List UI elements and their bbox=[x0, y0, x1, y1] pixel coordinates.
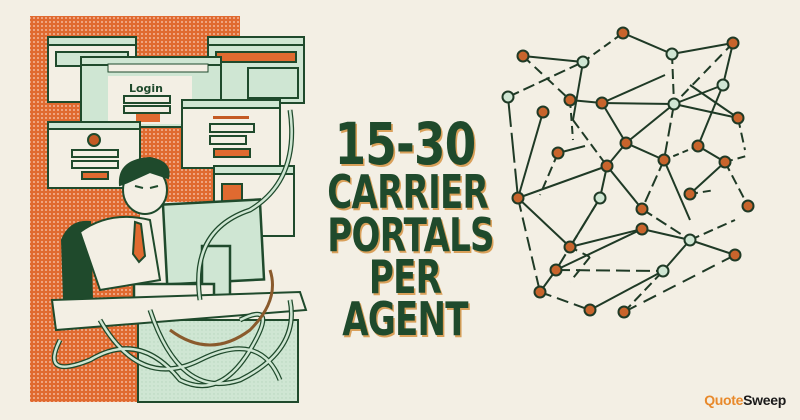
brand-logo: QuoteSweep bbox=[704, 392, 786, 408]
headline-range: 15-30 bbox=[334, 110, 477, 178]
headline: 15-30 CARRIER PORTALS PER AGENT bbox=[300, 110, 510, 347]
brand-logo-part2: Sweep bbox=[743, 392, 786, 408]
login-label: Login bbox=[129, 82, 163, 95]
network-graph-illustration bbox=[501, 26, 755, 319]
headline-line-1: CARRIER bbox=[327, 165, 489, 220]
headline-line-3: PER AGENT bbox=[342, 249, 468, 347]
headline-line-2: PORTALS bbox=[327, 207, 494, 262]
frustrated-agent-illustration: Login bbox=[30, 16, 308, 403]
brand-logo-part1: Quote bbox=[704, 392, 744, 408]
